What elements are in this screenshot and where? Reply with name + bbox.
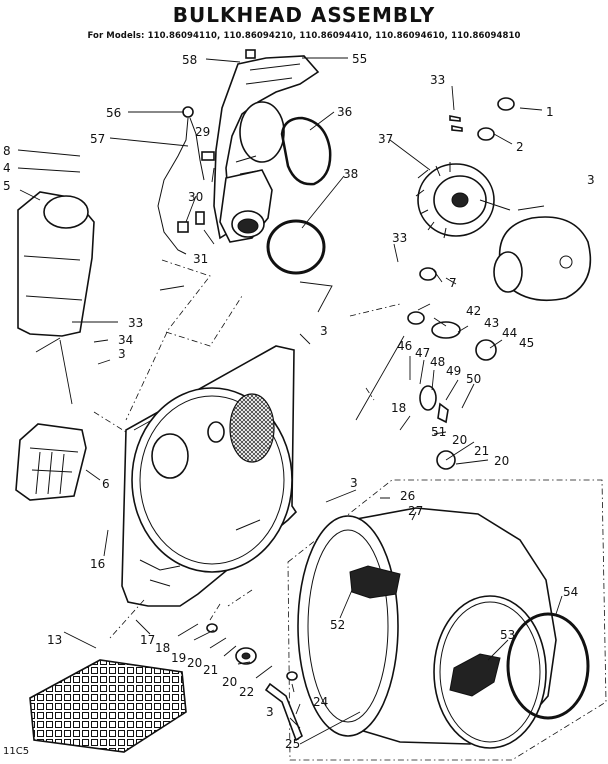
callout: 27 xyxy=(408,504,423,518)
drum xyxy=(287,479,607,761)
callout: 20 xyxy=(222,675,237,689)
callout: 30 xyxy=(188,190,203,204)
upper-duct xyxy=(213,49,320,243)
callout: 21 xyxy=(203,663,218,677)
callout: 13 xyxy=(47,633,62,647)
callout: 33 xyxy=(392,231,407,245)
callout: 33 xyxy=(430,73,445,87)
callout: 34 xyxy=(118,333,133,347)
callout: 51 xyxy=(431,425,446,439)
callout: 3 xyxy=(350,476,358,490)
callout: 37 xyxy=(378,132,393,146)
roller-parts xyxy=(449,97,515,141)
callout: 29 xyxy=(195,125,210,139)
callout: 7 xyxy=(449,276,457,290)
callout: 1 xyxy=(546,105,554,119)
callout: 25 xyxy=(285,737,300,751)
leader-lines xyxy=(17,57,563,745)
callout: 44 xyxy=(502,326,517,340)
callout: 19 xyxy=(171,651,186,665)
callout: 2 xyxy=(516,140,524,154)
callout: 55 xyxy=(352,52,367,66)
callout: 57 xyxy=(90,132,105,146)
callout: 52 xyxy=(330,618,345,632)
models-line: For Models: 110.86094110, 110.86094210, … xyxy=(87,31,521,41)
callout: 58 xyxy=(182,53,197,67)
bulkhead-panel xyxy=(121,345,298,607)
callout: 56 xyxy=(106,106,121,120)
duct-seals xyxy=(266,116,332,275)
callout: 3 xyxy=(587,173,595,187)
callout: 45 xyxy=(519,336,534,350)
callout: 46 xyxy=(397,339,412,353)
diagram-title: BULKHEAD ASSEMBLY xyxy=(172,3,436,27)
callout: 26 xyxy=(400,489,415,503)
callout: 18 xyxy=(391,401,406,415)
callout: 53 xyxy=(500,628,515,642)
blower-assembly xyxy=(415,162,592,302)
callout: 21 xyxy=(474,444,489,458)
callout: 16 xyxy=(90,557,105,571)
callout: 48 xyxy=(430,355,445,369)
callout: 20 xyxy=(452,433,467,447)
corner-code: 11C5 xyxy=(3,746,30,757)
exhaust-duct xyxy=(17,191,95,337)
callout: 8 xyxy=(3,144,11,158)
callout: 6 xyxy=(102,477,110,491)
callout: 20 xyxy=(187,656,202,670)
callout: 47 xyxy=(415,346,430,360)
callout: 4 xyxy=(3,161,11,175)
callout: 33 xyxy=(128,316,143,330)
callout: 5 xyxy=(3,179,11,193)
callout: 38 xyxy=(343,167,358,181)
callout: 42 xyxy=(466,304,481,318)
callout: 20 xyxy=(494,454,509,468)
callout: 31 xyxy=(193,252,208,266)
callout: 17 xyxy=(140,633,155,647)
callout: 3 xyxy=(266,705,274,719)
callout: 36 xyxy=(337,105,352,119)
grille-panel xyxy=(29,659,187,753)
callout: 49 xyxy=(446,364,461,378)
callout: 50 xyxy=(466,372,481,386)
callout: 43 xyxy=(484,316,499,330)
lint-housing xyxy=(15,423,87,501)
callout: 22 xyxy=(239,685,254,699)
callout: 54 xyxy=(563,585,578,599)
callout: 18 xyxy=(155,641,170,655)
callout: 3 xyxy=(118,347,126,361)
callout: 24 xyxy=(313,695,328,709)
thermostat-wiring xyxy=(157,106,215,255)
callout: 3 xyxy=(320,324,328,338)
callout-labels: 58 55 56 29 36 57 33 1 2 37 8 4 5 30 28 … xyxy=(3,52,595,751)
